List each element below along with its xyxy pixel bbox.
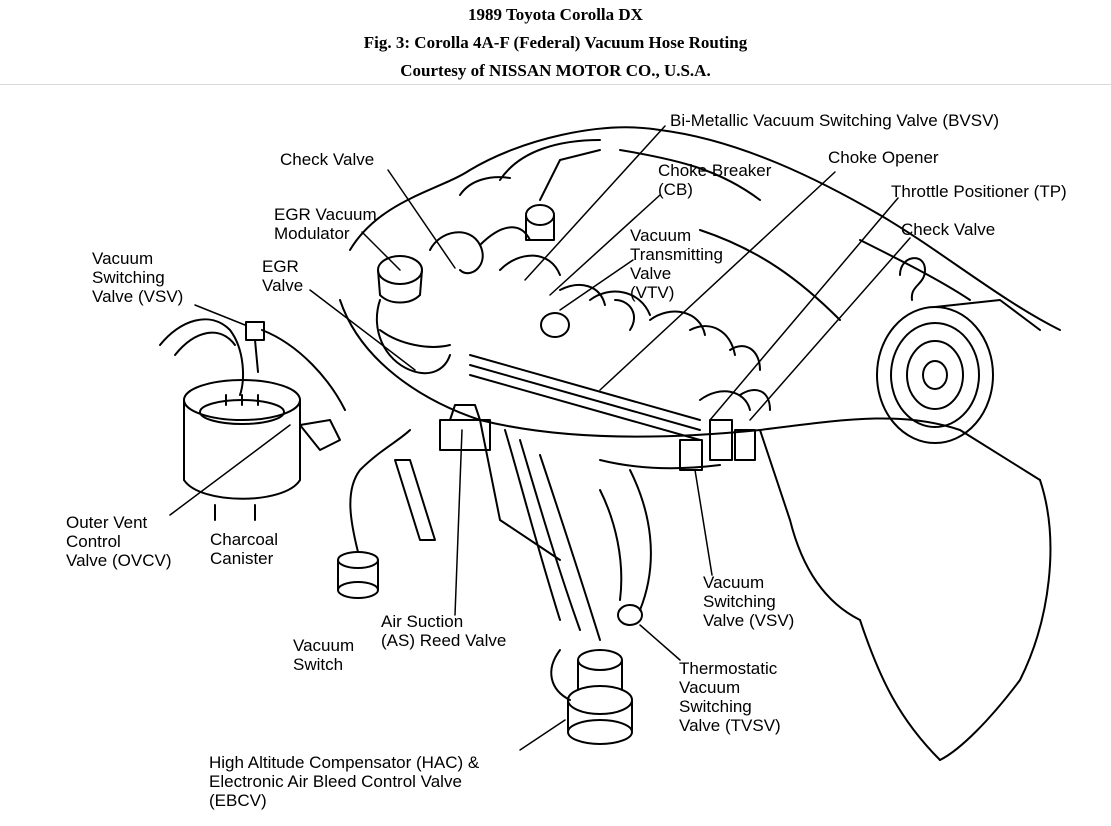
air-suction-reed-valve	[439, 404, 491, 451]
leader-lines	[169, 125, 911, 751]
label-hac-ebcv: High Altitude Compensator (HAC) & Electr…	[209, 753, 480, 810]
vacuum-hoses	[379, 226, 761, 441]
label-vsv-right: Vacuum Switching Valve (VSV)	[703, 573, 795, 630]
label-vsv-left: Vacuum Switching Valve (VSV)	[92, 249, 184, 306]
egr-pipe	[394, 459, 436, 541]
label-choke-opener: Choke Opener	[828, 148, 939, 167]
label-air-suction-reed-valve: Air Suction (AS) Reed Valve	[381, 612, 507, 650]
label-choke-breaker: Choke Breaker (CB)	[658, 161, 772, 199]
ovcv-hose	[299, 419, 341, 451]
tp-vsv-cluster	[679, 389, 771, 471]
hac-hoses	[504, 429, 652, 641]
vsv-left-body	[245, 321, 346, 411]
label-egr-valve: EGR Valve	[262, 257, 304, 295]
label-bvsv: Bi-Metallic Vacuum Switching Valve (BVSV…	[670, 111, 1000, 130]
pulley	[876, 299, 1041, 444]
figure-header-line3: Courtesy of NISSAN MOTOR CO., U.S.A.	[400, 61, 711, 80]
label-vtv: Vacuum Transmitting Valve (VTV)	[630, 226, 723, 302]
egr-modulator	[377, 255, 423, 304]
canister-hose	[159, 318, 244, 396]
label-egr-vacuum-modulator: EGR Vacuum Modulator	[274, 205, 377, 243]
header-divider	[0, 84, 1111, 85]
figure-header-line1: 1989 Toyota Corolla DX	[468, 5, 643, 24]
label-charcoal-canister: Charcoal Canister	[210, 530, 279, 568]
charcoal-canister	[183, 379, 301, 521]
right-hook	[899, 257, 926, 301]
egr-valve	[375, 299, 451, 375]
label-ovcv: Outer Vent Control Valve (OVCV)	[66, 513, 172, 570]
tvsv	[617, 604, 643, 626]
choke-parts	[525, 204, 635, 338]
label-vacuum-switch: Vacuum Switch	[293, 636, 355, 674]
label-check-valve-top: Check Valve	[280, 150, 375, 169]
figure-header-line2: Fig. 3: Corolla 4A-F (Federal) Vacuum Ho…	[363, 33, 748, 52]
label-check-valve-right: Check Valve	[901, 220, 996, 239]
label-tvsv: Thermostatic Vacuum Switching Valve (TVS…	[679, 659, 781, 735]
label-throttle-positioner: Throttle Positioner (TP)	[891, 182, 1067, 201]
vacuum-switch	[337, 429, 411, 599]
hac-canister	[567, 649, 633, 745]
hac-hose	[550, 649, 571, 701]
